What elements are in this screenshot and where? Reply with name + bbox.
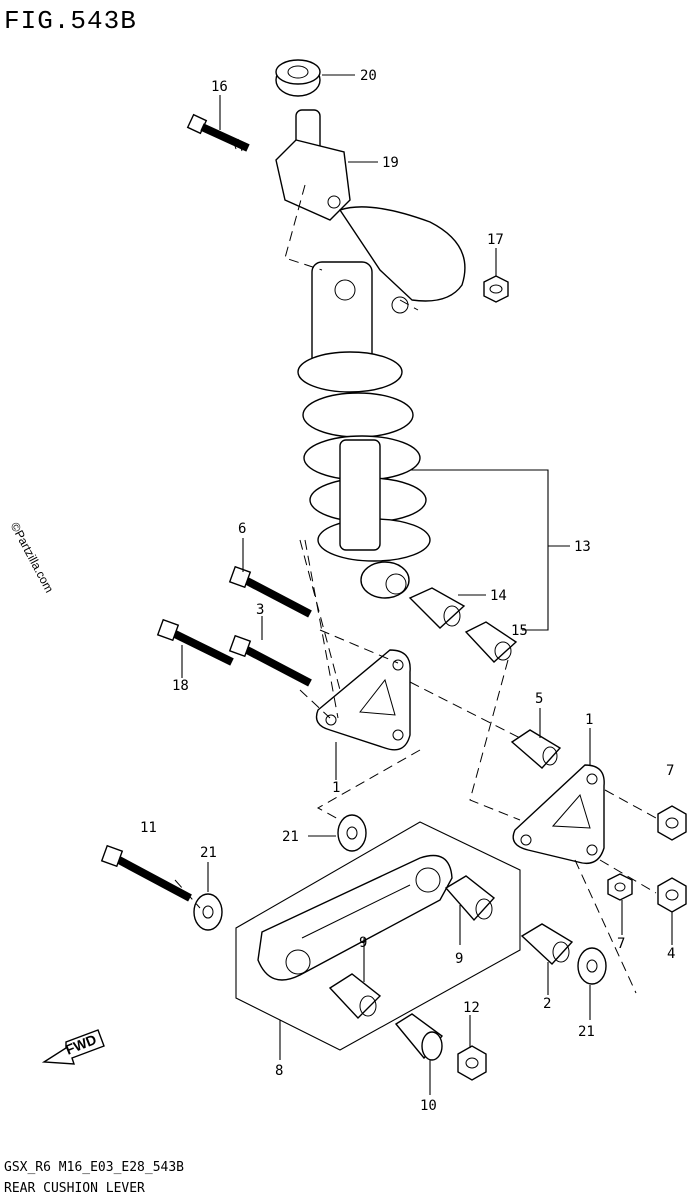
- callout-5[interactable]: 5: [535, 691, 543, 707]
- callout-6[interactable]: 6: [238, 521, 246, 537]
- part-4-nut[interactable]: [657, 877, 687, 913]
- part-17-nut-upper[interactable]: [483, 275, 509, 303]
- part-3-bolt[interactable]: [228, 634, 312, 687]
- part-9-bushing-b[interactable]: [328, 973, 382, 1020]
- part-21-washer-b[interactable]: [193, 893, 223, 931]
- part-13-shock-absorber[interactable]: [297, 206, 466, 599]
- callout-7-upper[interactable]: 7: [666, 763, 674, 779]
- figure-title: FIG.543B: [4, 6, 137, 36]
- callout-16[interactable]: 16: [211, 79, 228, 95]
- callout-2[interactable]: 2: [543, 996, 551, 1012]
- diagram-name: REAR CUSHION LEVER: [4, 1181, 145, 1196]
- part-20-bushing[interactable]: [275, 59, 321, 97]
- part-15-spacer[interactable]: [464, 621, 518, 663]
- part-10-bushing[interactable]: [394, 1013, 444, 1061]
- callout-1-left[interactable]: 1: [332, 780, 340, 796]
- leader-lines: [181, 74, 673, 1095]
- part-17-nut-lower[interactable]: [607, 873, 633, 901]
- callout-21-a[interactable]: 21: [282, 829, 299, 845]
- callout-3[interactable]: 3: [256, 602, 264, 618]
- callout-1-right[interactable]: 1: [585, 712, 593, 728]
- callout-13[interactable]: 13: [574, 539, 591, 555]
- assembly-guide-lines: [174, 184, 657, 994]
- part-12-nut[interactable]: [457, 1045, 487, 1081]
- callout-12[interactable]: 12: [463, 1000, 480, 1016]
- callout-15[interactable]: 15: [511, 623, 528, 639]
- callout-9-left[interactable]: 9: [359, 935, 367, 951]
- callout-18[interactable]: 18: [172, 678, 189, 694]
- callout-9-right[interactable]: 9: [455, 951, 463, 967]
- part-14-bushing[interactable]: [408, 587, 466, 629]
- part-9-bushing-a[interactable]: [444, 875, 496, 922]
- callout-19[interactable]: 19: [382, 155, 399, 171]
- part-11-bolt[interactable]: [100, 844, 192, 902]
- fwd-arrow-icon: FWD: [41, 1029, 105, 1065]
- callout-21-c[interactable]: 21: [578, 1024, 595, 1040]
- callout-14[interactable]: 14: [490, 588, 507, 604]
- part-2-spacer[interactable]: [520, 923, 574, 965]
- part-16-bolt[interactable]: [186, 113, 250, 152]
- part-6-bolt[interactable]: [228, 565, 312, 618]
- callout-20[interactable]: 20: [360, 68, 377, 84]
- part-1-plate-left[interactable]: [315, 649, 411, 751]
- part-18-bolt[interactable]: [156, 618, 234, 666]
- part-5-spacer[interactable]: [510, 729, 562, 769]
- callout-8[interactable]: 8: [275, 1063, 283, 1079]
- part-21-washer-c[interactable]: [577, 947, 607, 985]
- part-21-washer-a[interactable]: [337, 814, 367, 852]
- diagram-code: GSX_R6 M16_E03_E28_543B: [4, 1160, 185, 1175]
- callout-4[interactable]: 4: [667, 946, 675, 962]
- callout-17-upper[interactable]: 17: [487, 232, 504, 248]
- callout-21-b[interactable]: 21: [200, 845, 217, 861]
- callout-7-lower[interactable]: 7: [617, 936, 625, 952]
- callout-10[interactable]: 10: [420, 1098, 437, 1114]
- part-7-nut[interactable]: [657, 805, 687, 841]
- callout-11[interactable]: 11: [140, 820, 157, 836]
- callouts: 20 16 19 17 13 14 15 6 3 18 1 5 1 7 21 1…: [140, 68, 675, 1114]
- part-8-cushion-lever[interactable]: [257, 854, 453, 981]
- part-19-clevis[interactable]: [275, 109, 351, 221]
- part-1-plate-right[interactable]: [512, 764, 605, 865]
